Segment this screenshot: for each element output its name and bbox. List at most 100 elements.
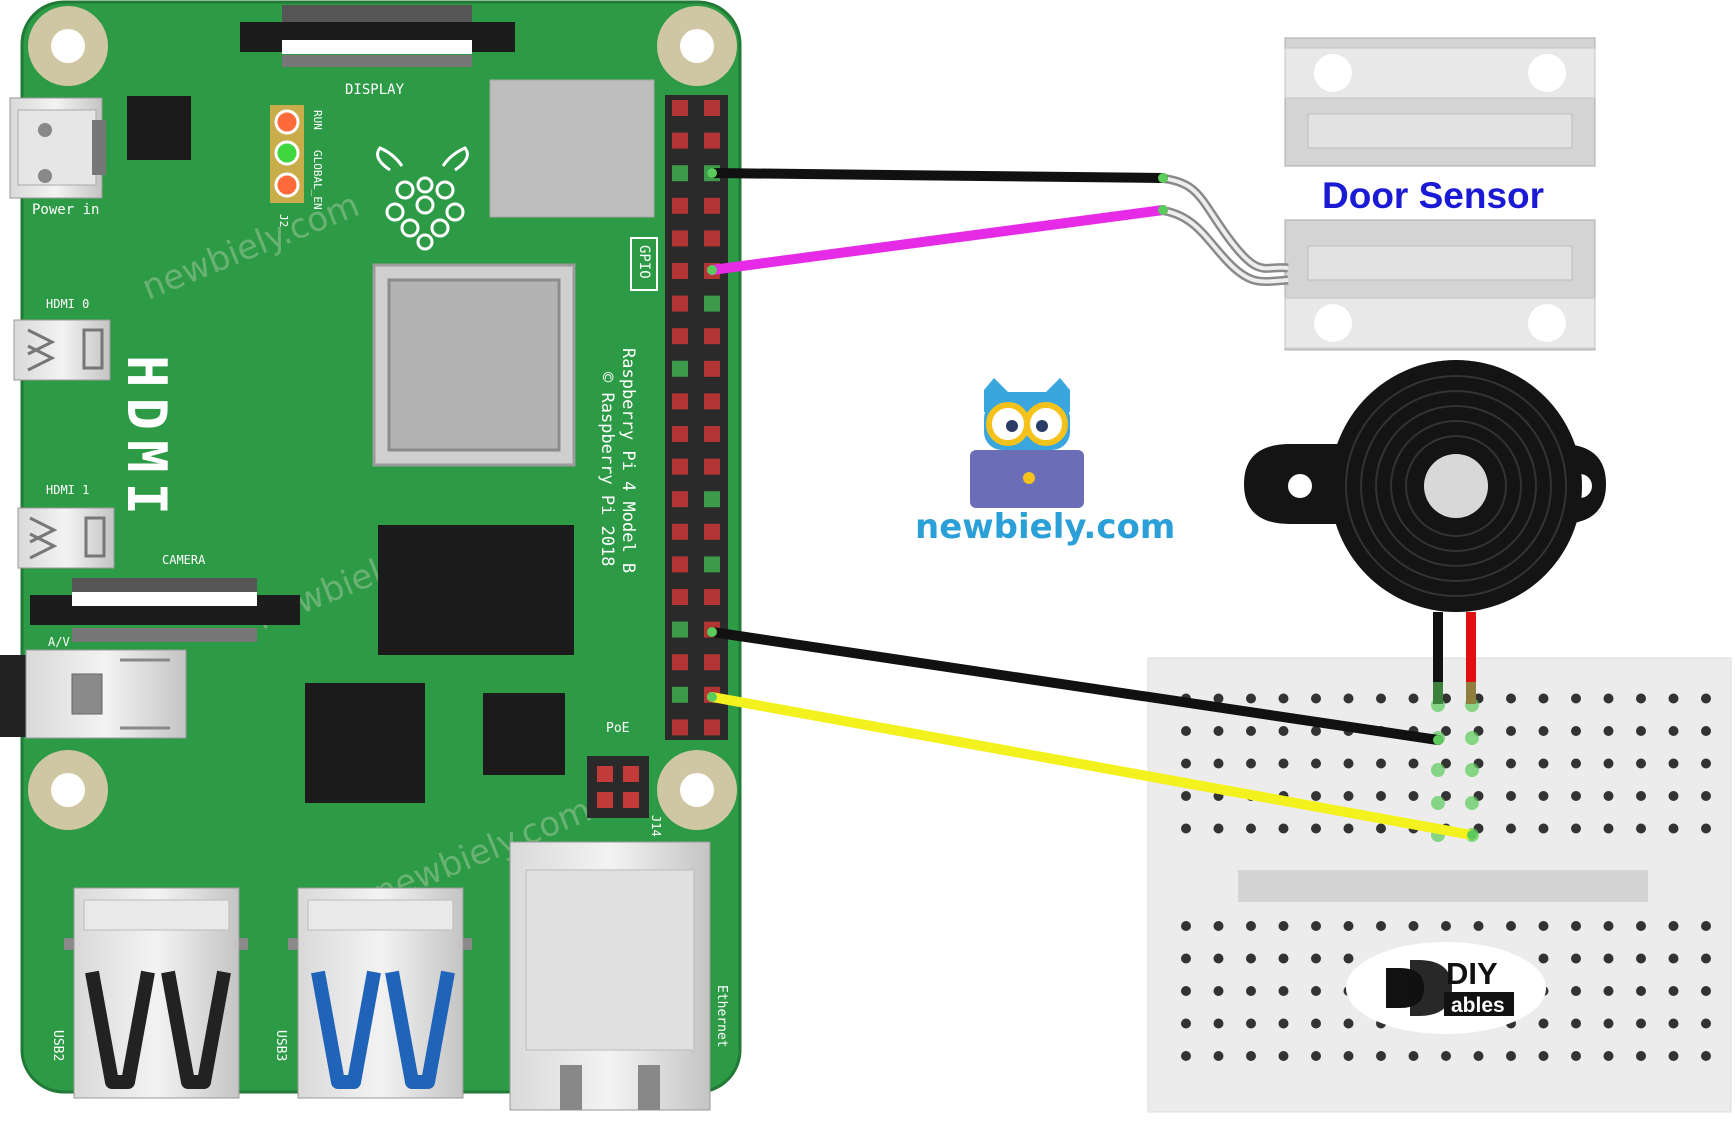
- gpio-pin: [672, 654, 688, 671]
- breadboard-hole-active: [1465, 763, 1479, 777]
- poe-header: [587, 756, 649, 818]
- hdmi-1-port[interactable]: [17, 507, 115, 569]
- raspberry-logo-icon: [376, 146, 469, 251]
- gpio-pin: [672, 491, 688, 508]
- diyables-line1: DIY: [1446, 956, 1498, 991]
- power-in-port[interactable]: [9, 97, 106, 199]
- gpio-pin: [704, 197, 720, 214]
- soc-chip: [372, 263, 576, 467]
- gpio-pin: [704, 393, 720, 410]
- usb2-port[interactable]: [64, 887, 248, 1099]
- camera-label: CAMERA: [162, 553, 206, 567]
- model-line-2: © Raspberry Pi 2018: [597, 372, 617, 566]
- usb3-label: USB3: [273, 1030, 288, 1061]
- wireless-module: [489, 79, 655, 218]
- gpio-header: [665, 95, 728, 740]
- wire-magenta-door-sensor: [707, 205, 1168, 275]
- run-led: [274, 109, 300, 135]
- wire-yellow-buzzer: [707, 692, 1477, 840]
- gpio-pin: [704, 719, 720, 736]
- mounting-hole: [657, 750, 737, 830]
- breadboard-hole-active: [1431, 763, 1445, 777]
- gpio-pin: [704, 132, 720, 149]
- diyables-line2: ables: [1451, 994, 1505, 1017]
- gpio-pin: [704, 328, 720, 345]
- hdmi1-label: HDMI 1: [46, 483, 89, 497]
- display-connector: [240, 5, 515, 67]
- hdmi0-label: HDMI 0: [46, 297, 89, 311]
- gpio-pin: [704, 295, 720, 312]
- gpio-pin: [704, 654, 720, 671]
- j14-label: J14: [649, 815, 663, 837]
- usb3-port[interactable]: [288, 887, 472, 1099]
- global-en-label: GLOBAL_EN: [311, 150, 324, 210]
- ethernet-label: Ethernet: [714, 985, 729, 1048]
- mounting-hole: [657, 6, 737, 86]
- gpio-pin: [704, 589, 720, 605]
- gpio-pin: [672, 523, 688, 540]
- power-in-label: Power in: [32, 202, 99, 218]
- gpio-pin: [672, 165, 688, 182]
- piezo-buzzer: [1244, 360, 1606, 704]
- gpio-pin: [704, 491, 720, 508]
- raspberry-pi-board: DISPLAY Power in RUN GLOBAL_EN J2: [0, 0, 742, 1111]
- gpio-pin: [704, 360, 720, 377]
- gpio-pin: [704, 458, 720, 475]
- chip: [127, 96, 191, 160]
- gpio-pin: [672, 589, 688, 605]
- door-sensor: Door Sensor: [1159, 37, 1596, 351]
- buzzer-lead-negative: [1433, 612, 1443, 704]
- breadboard-hole-active: [1465, 796, 1479, 810]
- j2-led: [274, 172, 300, 198]
- wire-black-door-sensor: [707, 168, 1168, 183]
- hdmi-big-label: HDMI: [115, 355, 178, 525]
- gpio-pin: [672, 360, 688, 377]
- gpio-pin: [672, 132, 688, 149]
- gpio-pin: [672, 426, 688, 442]
- gpio-pin: [672, 295, 688, 312]
- usb2-label: USB2: [50, 1030, 65, 1061]
- breadboard-hole-active: [1465, 731, 1479, 745]
- av-label: A/V: [48, 635, 70, 649]
- camera-connector: [30, 578, 300, 642]
- gpio-pin: [672, 100, 688, 116]
- poe-label: PoE: [606, 721, 629, 736]
- display-label: DISPLAY: [345, 82, 405, 98]
- gpio-pin: [672, 328, 688, 345]
- gpio-pin: [704, 426, 720, 442]
- wires: [707, 168, 1477, 840]
- breadboard: DIY ables: [1147, 657, 1732, 1113]
- gpio-label: GPIO: [636, 245, 652, 279]
- ethernet-chip: [483, 693, 565, 775]
- usb-controller-chip: [305, 683, 425, 803]
- av-jack[interactable]: [0, 649, 187, 739]
- gpio-pin: [672, 686, 688, 703]
- gpio-pin: [672, 719, 688, 736]
- ethernet-port[interactable]: [509, 841, 711, 1111]
- gpio-pin: [672, 197, 688, 214]
- gpio-pin: [672, 393, 688, 410]
- hdmi-0-port[interactable]: [13, 319, 111, 381]
- mounting-hole: [28, 750, 108, 830]
- gpio-pin: [704, 523, 720, 540]
- door-sensor-magnet: [1284, 37, 1596, 167]
- gpio-pin: [704, 100, 720, 116]
- buzzer-lead-positive: [1466, 612, 1476, 704]
- gpio-pin: [672, 230, 688, 247]
- newbiely-logo-text: newbiely.com: [915, 507, 1175, 547]
- global-en-led: [274, 140, 300, 166]
- door-sensor-title: Door Sensor: [1322, 175, 1544, 216]
- run-label: RUN: [311, 110, 324, 130]
- diyables-logo-icon: DIY ables: [1346, 942, 1546, 1034]
- j2-label: J2: [277, 214, 290, 227]
- gpio-pin: [704, 556, 720, 573]
- gpio-pin: [704, 230, 720, 247]
- mounting-hole: [28, 6, 108, 86]
- wire-black-buzzer: [707, 627, 1443, 745]
- gpio-pin: [672, 556, 688, 573]
- ram-chip: [378, 525, 574, 655]
- model-line-1: Raspberry Pi 4 Model B: [618, 348, 638, 573]
- breadboard-center-channel: [1238, 870, 1648, 902]
- gpio-pin: [672, 458, 688, 475]
